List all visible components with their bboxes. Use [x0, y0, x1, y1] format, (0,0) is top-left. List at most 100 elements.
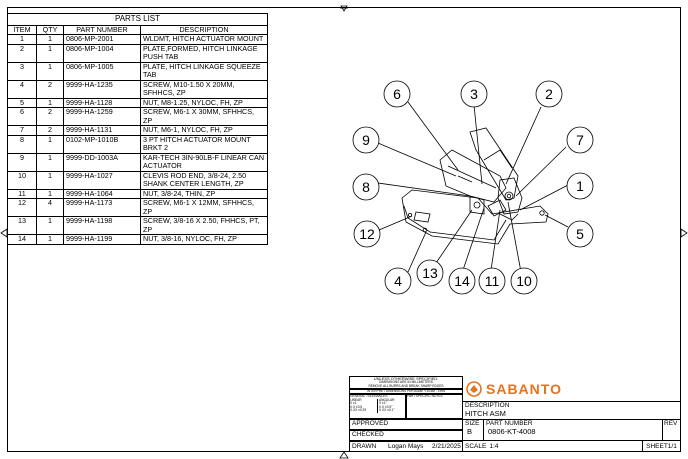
parts-list-table: PARTS LIST ITEM QTY PART NUMBER DESCRIPT… [7, 13, 268, 245]
tolerances-label: GENERAL TOLERANCES [350, 394, 388, 398]
balloon-label-1: 1 [576, 178, 584, 194]
part-specific-notes: PART SPECIFIC NOTES [406, 394, 463, 419]
hitch-assembly-geometry [401, 127, 549, 245]
notes-line-2: REMOVE ALL BURRS AND BREAK SHARP EDGES [368, 384, 444, 388]
row-item: 10 [7, 170, 37, 190]
size-cell: SIZE B [462, 419, 484, 441]
balloon-12 [353, 220, 381, 248]
drawn-by: Logan Mays [388, 443, 424, 450]
linear-label: LINEAR [350, 397, 362, 402]
notes-header: UNLESS OTHERWISE SPECIFIED: [373, 376, 439, 381]
row-description: SCREW, 3/8-16 X 2.50, FHHCS, PT, ZP [140, 216, 268, 235]
row-part-number: 9999-HA-1027 [63, 170, 141, 190]
drawn-row: DRAWN Logan Mays 2/21/2025 [349, 441, 463, 452]
sabanto-logo-icon [466, 380, 482, 397]
linear-tol-2: X.X ±0.5 [350, 404, 363, 409]
checked-label: CHECKED [352, 431, 384, 438]
notes-line-3: INTERPRET DIMENSIONS PER ASME Y14.5M - 1… [367, 389, 445, 393]
company-name: SABANTO [486, 380, 562, 397]
notes-line-1: DIMENSIONS ARE IN MILLIMETERS [379, 380, 433, 385]
balloon-4 [384, 267, 412, 295]
rev-cell: REV [662, 419, 681, 441]
notes-interpret: INTERPRET DIMENSIONS PER ASME Y14.5M - 1… [349, 389, 463, 394]
approved-label: APPROVED [352, 420, 389, 427]
balloon-label-7: 7 [576, 132, 584, 148]
balloon-3 [460, 80, 488, 108]
balloon-7 [566, 126, 594, 154]
drawn-label: DRAWN [352, 443, 377, 450]
row-description: SCREW, M10-1.50 X 20MM, SFHHCS, ZP [140, 79, 268, 99]
checked-row: CHECKED [349, 430, 463, 441]
balloon-5 [566, 220, 594, 248]
balloon-labels: 1 2 3 4 5 6 7 8 9 10 11 12 13 14 [359, 86, 584, 289]
angular-label: ANGULAR [379, 397, 395, 402]
linear-tol-1: X ±1 [350, 401, 357, 406]
scale-label: SCALE [465, 442, 487, 450]
balloon-label-9: 9 [362, 132, 370, 148]
drawing-scale: 1:4 [489, 442, 499, 450]
sheet-markers [0, 5, 688, 459]
top-arrow-icon [340, 5, 348, 12]
drawn-date: 2/21/2025 [432, 443, 461, 450]
balloon-label-13: 13 [422, 265, 438, 281]
balloon-label-8: 8 [362, 179, 370, 195]
left-arrow-icon [0, 228, 8, 238]
description-label: DESCRIPTION [465, 402, 510, 409]
drawing-part-number: 0806-KT-4008 [488, 427, 536, 436]
balloon-label-4: 4 [394, 273, 402, 289]
balloon-10 [510, 267, 538, 295]
balloon-label-3: 3 [470, 86, 478, 102]
sheet-cell: SHEET1/1 [642, 440, 681, 452]
title-block: UNLESS OTHERWISE SPECIFIED: DIMENSIONS A… [349, 376, 681, 452]
item-balloons [352, 80, 594, 295]
row-item: 4 [7, 79, 37, 99]
row-description: SCREW, M6-1 X 30MM, SFHHCS, ZP [140, 107, 268, 126]
part-specific-notes-label: PART SPECIFIC NOTES [407, 394, 443, 398]
row-description: CLEVIS ROD END, 3/8-24, 2.50 SHANK CENTE… [140, 170, 268, 190]
angular-tol-2: X.X ±0.5° [379, 404, 393, 409]
angular-tol-1: X ±1° [379, 401, 387, 406]
balloon-11 [478, 267, 506, 295]
description-cell: DESCRIPTION HITCH ASM [462, 401, 681, 420]
row-description: NUT, 3/8-16, NYLOC, FH, ZP [140, 234, 268, 245]
balloon-label-5: 5 [576, 226, 584, 242]
part-number-label: PART NUMBER [486, 420, 533, 427]
company-logo: SABANTO [462, 376, 681, 401]
bottom-arrow-icon [339, 451, 349, 459]
size-label: SIZE [465, 420, 480, 427]
right-arrow-icon [680, 228, 688, 238]
sheet-size: B [467, 427, 473, 436]
general-tolerances: GENERAL TOLERANCES LINEAR X ±1 X.X ±0.5 … [349, 394, 406, 419]
balloon-1 [566, 172, 594, 200]
rev-label: REV [664, 420, 678, 427]
general-notes: UNLESS OTHERWISE SPECIFIED: DIMENSIONS A… [349, 376, 463, 389]
row-qty: 2 [36, 107, 64, 126]
balloon-label-10: 10 [516, 273, 532, 289]
drawing-description: HITCH ASM [465, 409, 506, 418]
scale-cell: SCALE 1:4 [462, 440, 643, 452]
balloon-14 [448, 267, 476, 295]
balloon-13 [416, 259, 444, 287]
balloon-label-12: 12 [359, 226, 375, 242]
linear-tol-3: X.XX ±0.25 [350, 408, 367, 413]
balloon-9 [352, 126, 380, 154]
balloon-6 [383, 80, 411, 108]
row-part-number: 9999-HA-1198 [63, 216, 141, 235]
balloon-label-2: 2 [545, 86, 553, 102]
balloon-8 [352, 173, 380, 201]
approved-row: APPROVED [349, 419, 463, 430]
parts-list-title: PARTS LIST [7, 13, 268, 26]
part-number-cell: PART NUMBER 0806-KT-4008 [483, 419, 663, 441]
balloon-label-11: 11 [485, 273, 500, 289]
balloon-2 [535, 80, 563, 108]
